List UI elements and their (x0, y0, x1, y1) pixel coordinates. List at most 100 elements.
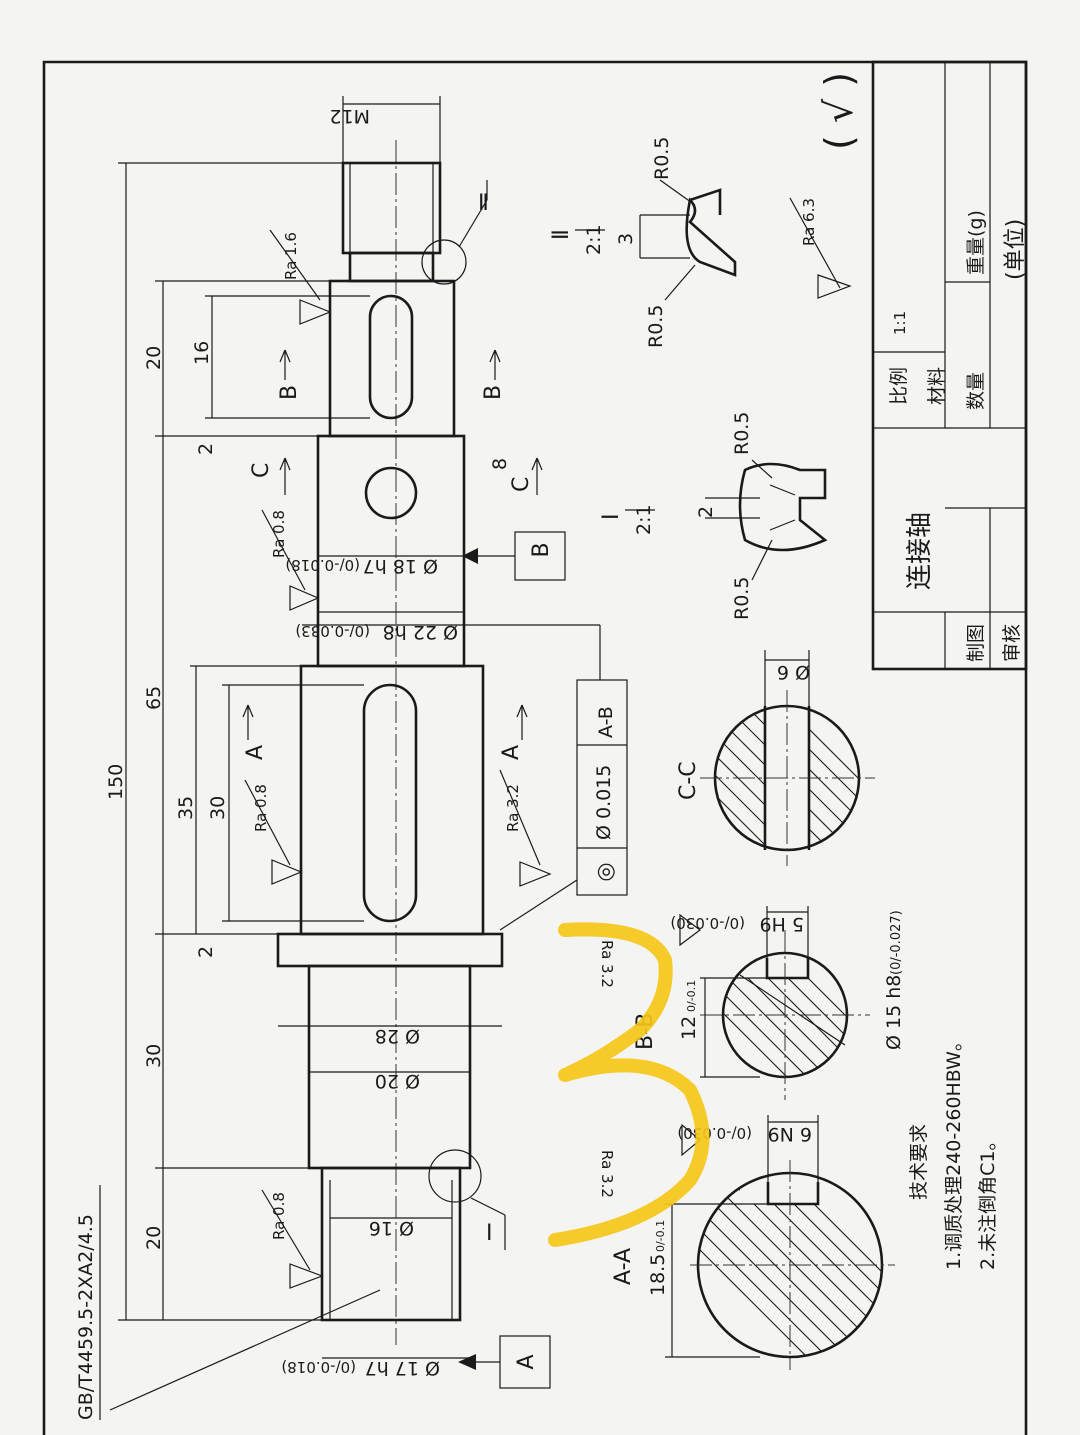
section-aa-depth: 18.5 (647, 1254, 669, 1296)
general-roughness: Ra 6.3 (800, 198, 818, 246)
drawn-label: 制图 (965, 624, 987, 662)
general-roughness-bracket: ( √ ) (817, 72, 861, 150)
geometric-tolerance-frame (499, 679, 628, 931)
dim-dia-28: Ø 28 (375, 1025, 420, 1047)
roughness-ra-3-2-a: Ra 3.2 (504, 784, 522, 832)
checked-label: 审核 (1001, 624, 1023, 662)
dim-35: 35 (175, 796, 197, 820)
datum-b-box (514, 531, 566, 581)
detail-i-title: Ⅰ (599, 514, 624, 521)
detail-i-width: 2 (695, 506, 717, 518)
detail-i-callout (428, 1149, 482, 1203)
roughness-ra-3-2-c: Ra 3.2 (598, 1150, 616, 1198)
detail-i-label: Ⅰ (486, 1221, 493, 1246)
section-bb-dia-tol: (0/-0.027) (889, 910, 904, 975)
drawing-border (42, 60, 1028, 1435)
section-a-mark-right: A (499, 745, 524, 760)
scale-value: 1:1 (891, 311, 909, 335)
detail-ii-r-bottom: R0.5 (645, 305, 667, 348)
detail-ii-width: 3 (615, 233, 637, 245)
dim-16: 16 (191, 341, 213, 365)
tolerance-symbol: ◎ (593, 862, 618, 881)
section-bb-key: 5 H9 (759, 913, 804, 935)
datum-a-label: A (514, 1354, 539, 1369)
dim-2-a: 2 (195, 443, 217, 455)
keyway-b (368, 294, 414, 420)
datum-b-triangle (462, 548, 478, 564)
dim-m12: M12 (329, 105, 370, 127)
unit-label: (单位) (1003, 219, 1028, 280)
section-c-mark-left: C (249, 463, 274, 478)
section-cc-title: C-C (676, 761, 701, 800)
section-bb-key-tol: (0/-0.030) (670, 914, 745, 932)
part-name: 连接轴 (905, 512, 935, 590)
detail-i-scale: 2:1 (633, 504, 655, 535)
section-aa-key-tol: (0/-0.030) (677, 1124, 752, 1142)
dim-30-key: 30 (207, 796, 229, 820)
section-bb-depth-tol: 0/-0.1 (685, 980, 698, 1012)
section-cc-view (700, 650, 875, 866)
section-aa-title: A-A (611, 1248, 636, 1285)
keyway-a (362, 683, 418, 923)
dim-dia-20: Ø 20 (375, 1070, 420, 1092)
dim-20-right: 20 (143, 346, 165, 370)
roughness-ra-0-8-a: Ra 0.8 (270, 510, 288, 558)
weight-label: 重量(g) (965, 210, 987, 275)
section-markers (242, 349, 543, 740)
dim-150: 150 (105, 764, 127, 800)
tech-requirement-1: 1.调质处理240-260HBW。 (943, 1032, 965, 1270)
roughness-ra-0-8-b: Ra 0.8 (252, 784, 270, 832)
detail-i-r-top: R0.5 (731, 412, 753, 455)
roughness-symbols (244, 197, 852, 1289)
standard-note: GB/T4459.5-2XA2/4.5 (75, 1214, 97, 1420)
tol-dia-22: (0/-0.033) (295, 622, 370, 640)
dim-2-b: 2 (195, 946, 217, 958)
dim-dia-18: Ø 18 h7 (363, 555, 438, 577)
datum-b-label: B (529, 542, 554, 557)
highlight-annotation-stroke (548, 922, 710, 1247)
material-label: 材料 (926, 367, 948, 405)
detail-ii-r-top: R0.5 (651, 137, 673, 180)
cross-hole (364, 466, 418, 520)
dim-dia-17: Ø 17 h7 (365, 1357, 440, 1379)
tech-requirement-2: 2.未注倒角C1。 (977, 1132, 999, 1270)
title-block: 比例 1:1 材料 数量 重量(g) (单位) 连接轴 制图 审核 (871, 60, 1028, 671)
length-dimensions (118, 96, 441, 1321)
dim-20-left: 20 (143, 1226, 165, 1250)
section-c-mark-right: C (509, 477, 534, 492)
section-bb-dia: Ø 15 h8 (883, 975, 905, 1050)
section-aa-depth-tol: 0/-0.1 (654, 1220, 667, 1252)
detail-ii-label: Ⅱ (478, 191, 489, 216)
dim-65: 65 (143, 686, 165, 710)
detail-i-view (625, 459, 828, 581)
scale-label: 比例 (888, 367, 910, 405)
section-aa-key: 6 N9 (768, 1123, 812, 1145)
section-bb-depth: 12 (678, 1016, 700, 1040)
tolerance-value: Ø 0.015 (593, 765, 615, 840)
detail-ii-scale: 2:1 (583, 224, 605, 255)
datum-a-box (499, 1335, 551, 1389)
detail-ii-callout (421, 239, 467, 285)
section-cc-dia: Ø 6 (777, 661, 810, 683)
dim-dia-16: Ø 16 (369, 1217, 414, 1239)
tol-dia-17: (0/-0.018) (281, 1358, 356, 1376)
tol-dia-18: (0/-0.018) (285, 556, 360, 574)
detail-i-r-bottom: R0.5 (731, 577, 753, 620)
dim-30: 30 (143, 1044, 165, 1068)
section-b-mark-left: B (277, 385, 302, 400)
segment-17 (320, 1166, 462, 1322)
roughness-ra-3-2-b: Ra 3.2 (598, 940, 616, 988)
tolerance-datum: A-B (595, 706, 617, 738)
detail-ii-title: Ⅱ (549, 229, 574, 240)
detail-ii-view (575, 179, 737, 301)
section-b-mark-right: B (481, 385, 506, 400)
shaft-main-view (276, 140, 506, 1345)
datum-a-triangle (458, 1354, 476, 1370)
dim-dia-22: Ø 22 h8 (383, 621, 458, 643)
tech-requirements-heading: 技术要求 (908, 1124, 930, 1200)
roughness-ra-1-6: Ra 1.6 (282, 232, 300, 280)
dim-8: 8 (489, 458, 511, 470)
roughness-ra-0-8-c: Ra 0.8 (270, 1192, 288, 1240)
